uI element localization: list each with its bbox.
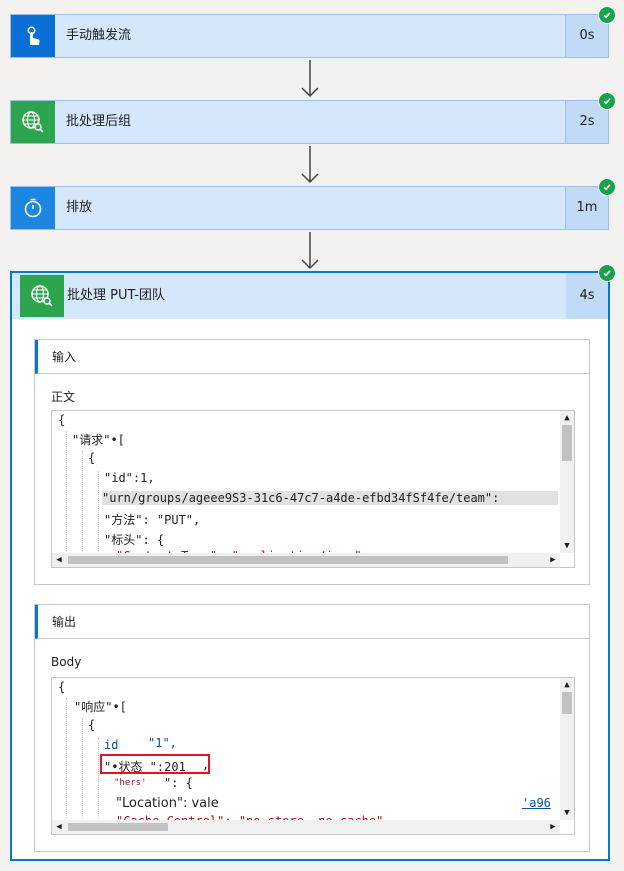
scroll-thumb[interactable] [68,556,508,564]
step-duration: 0s [565,15,608,57]
input-json-viewer[interactable]: { "请求"•[ { "id":1, "urn/groups/ageee9S3-… [51,410,575,568]
arrow-down-icon [301,232,319,270]
scroll-thumb[interactable] [562,425,572,461]
code-value: "1", [148,736,177,750]
step-batch-put-team: 批处理 PUT-团队 4s 输入 正文 { "请求"•[ { "id":1, "… [10,271,610,861]
output-json-viewer[interactable]: { "响应"•[ { id "1", "•状态 ":201 , "hers' "… [51,677,575,835]
code-line: { [88,718,96,732]
code-line: { [58,680,66,694]
scroll-up-icon[interactable]: ▲ [564,413,570,423]
code-line: "请求"•[ [72,433,125,447]
code-line: "Location": vale [116,796,219,811]
arrow-down-icon [301,146,319,184]
code-line: "标头": { [104,533,165,547]
success-check-icon [598,178,616,196]
success-check-icon [598,92,616,110]
code-line: "hers' [114,778,147,788]
scroll-thumb[interactable] [68,823,168,831]
vertical-scrollbar[interactable]: ▲ ▼ [560,678,574,820]
code-line-selected: "urn/groups/ageee9S3-31c6-47c7-a4de-efbd… [102,491,558,505]
scroll-left-icon[interactable]: ◀ [56,555,62,565]
scroll-down-icon[interactable]: ▼ [564,808,570,818]
input-section-title[interactable]: 输入 [35,340,589,374]
step-duration: 4s [566,273,608,319]
code-line: { [88,451,96,465]
success-check-icon [598,264,616,282]
globe-search-icon [20,275,64,317]
code-line: { [58,413,66,427]
step-label: 批处理 PUT-团队 [67,288,165,303]
code-line-status: "•状态 ":201 [104,760,186,774]
horizontal-scrollbar[interactable]: ◀ ▶ [52,820,560,834]
scroll-right-icon[interactable]: ▶ [550,822,556,832]
scroll-down-icon[interactable]: ▼ [564,541,570,551]
scroll-up-icon[interactable]: ▲ [564,680,570,690]
step-delay[interactable]: 排放 1m [10,186,609,230]
code-line: ": { [164,776,193,790]
scroll-right-icon[interactable]: ▶ [550,555,556,565]
code-line: "响应"•[ [74,700,127,714]
output-section-title[interactable]: 输出 [35,605,589,639]
step-label: 批处理后组 [66,114,132,129]
success-check-icon [598,6,616,24]
step-label: 排放 [66,200,93,215]
body-label: 正文 [51,390,76,404]
scroll-left-icon[interactable]: ◀ [56,822,62,832]
input-section: 输入 正文 { "请求"•[ { "id":1, "urn/groups/age… [34,339,590,585]
horizontal-scrollbar[interactable]: ◀ ▶ [52,553,560,567]
step-duration: 2s [565,101,608,143]
arrow-down-icon [301,60,319,98]
code-line: "id":1, [104,471,155,485]
scroll-thumb[interactable] [562,692,572,714]
globe-search-icon [11,101,55,143]
body-label: Body [51,655,82,669]
code-punct: , [202,758,210,772]
output-section: 输出 Body { "响应"•[ { id "1", "•状态 ":201 , … [34,604,590,852]
code-key: id [104,738,119,752]
code-line: "方法": "PUT", [104,513,201,527]
step-label: 手动触发流 [66,28,132,43]
touch-icon [11,15,55,57]
code-link[interactable]: 'a96 [522,796,551,810]
step-batch-group[interactable]: 批处理后组 2s [10,100,609,144]
step-manual-trigger[interactable]: 手动触发流 0s [10,14,609,58]
timer-icon [11,187,55,229]
vertical-scrollbar[interactable]: ▲ ▼ [560,411,574,553]
step-header[interactable]: 批处理 PUT-团队 4s [12,273,608,319]
highlight-box [100,754,210,774]
